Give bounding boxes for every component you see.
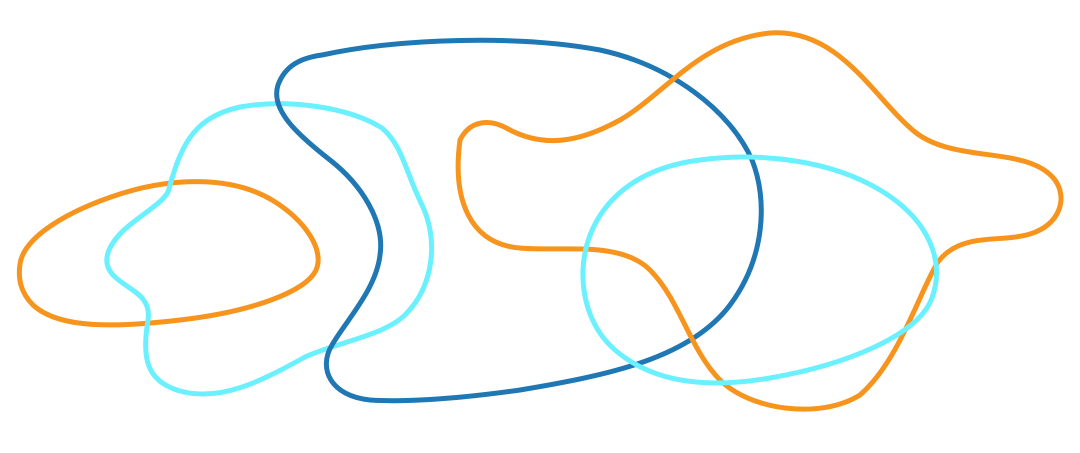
orange-right-loop <box>455 30 1064 412</box>
orange-left-loop <box>16 179 321 328</box>
cyan-left-loop <box>104 101 435 397</box>
blue-center-loop <box>274 37 764 404</box>
cyan-right-loop <box>580 154 939 386</box>
